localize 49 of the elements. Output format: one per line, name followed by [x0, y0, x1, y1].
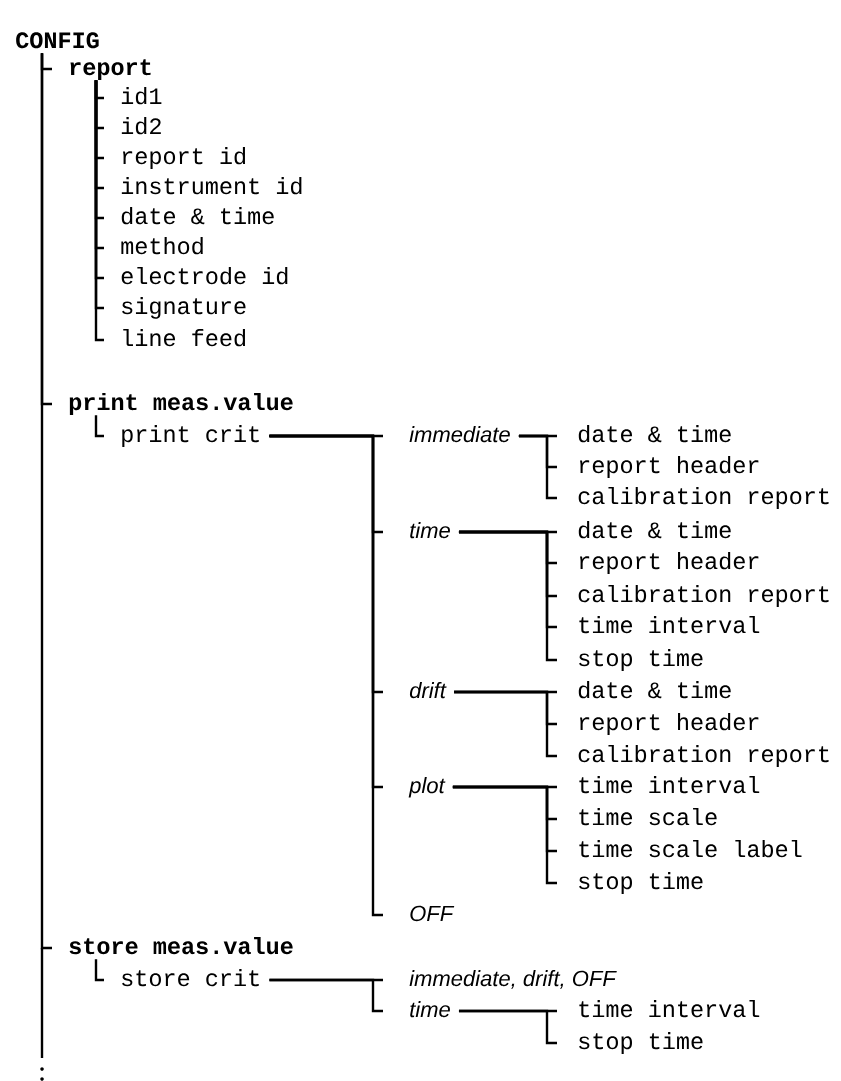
menu-item: calibration report — [578, 487, 829, 509]
menu-item: time interval — [579, 616, 760, 634]
menu-item: id2 — [121, 117, 161, 135]
section-heading: print meas.value — [69, 393, 293, 415]
tree-connector — [94, 415, 104, 438]
menu-item: id1 — [121, 87, 162, 105]
menu-item: date & time — [578, 425, 731, 443]
tree-connector — [269, 978, 383, 1013]
tree-connector — [518, 434, 557, 500]
menu-item: date & time — [121, 207, 274, 225]
section-heading: report — [70, 59, 151, 80]
tree-connector — [458, 530, 557, 662]
menu-item: time interval — [579, 1000, 760, 1018]
menu-item: instrument id — [121, 177, 302, 195]
menu-item: report header — [580, 552, 759, 574]
option-label: time — [410, 522, 450, 539]
menu-item: time scale — [579, 808, 717, 826]
menu-item: date & time — [578, 681, 731, 699]
tree-connector — [40, 53, 52, 950]
option-label: immediate, drift, OFF — [409, 970, 617, 989]
menu-item: line feed — [123, 329, 246, 347]
menu-item: calibration report — [578, 745, 829, 767]
menu-item: calibration report — [578, 585, 829, 607]
section-heading: store meas.value — [69, 937, 293, 955]
option-label: time — [410, 1001, 450, 1018]
menu-item: time interval — [579, 776, 760, 794]
menu-item: date & time — [578, 521, 731, 539]
option-label: drift — [409, 682, 447, 699]
section-heading: CONFIG — [16, 32, 99, 49]
tree-connector — [269, 434, 383, 917]
menu-item: print crit — [122, 425, 259, 447]
tree-connector — [94, 959, 104, 982]
option-label: OFF — [410, 905, 455, 922]
option-label: plot — [408, 777, 446, 798]
option-label: immediate — [409, 426, 510, 443]
tree-connector — [454, 690, 557, 758]
menu-item: method — [121, 237, 203, 255]
menu-item: stop time — [579, 1032, 703, 1054]
menu-item: signature — [122, 297, 246, 319]
menu-item: time scale label — [579, 840, 802, 858]
menu-item: report id — [123, 147, 246, 169]
menu-item: store crit — [122, 969, 259, 987]
menu-item: stop time — [579, 872, 703, 894]
tree-connector — [458, 1009, 557, 1045]
menu-item: report header — [580, 713, 759, 735]
menu-item: electrode id — [121, 267, 288, 285]
menu-item: stop time — [579, 649, 703, 671]
tree-connector — [452, 785, 557, 885]
menu-item: report header — [580, 456, 759, 478]
